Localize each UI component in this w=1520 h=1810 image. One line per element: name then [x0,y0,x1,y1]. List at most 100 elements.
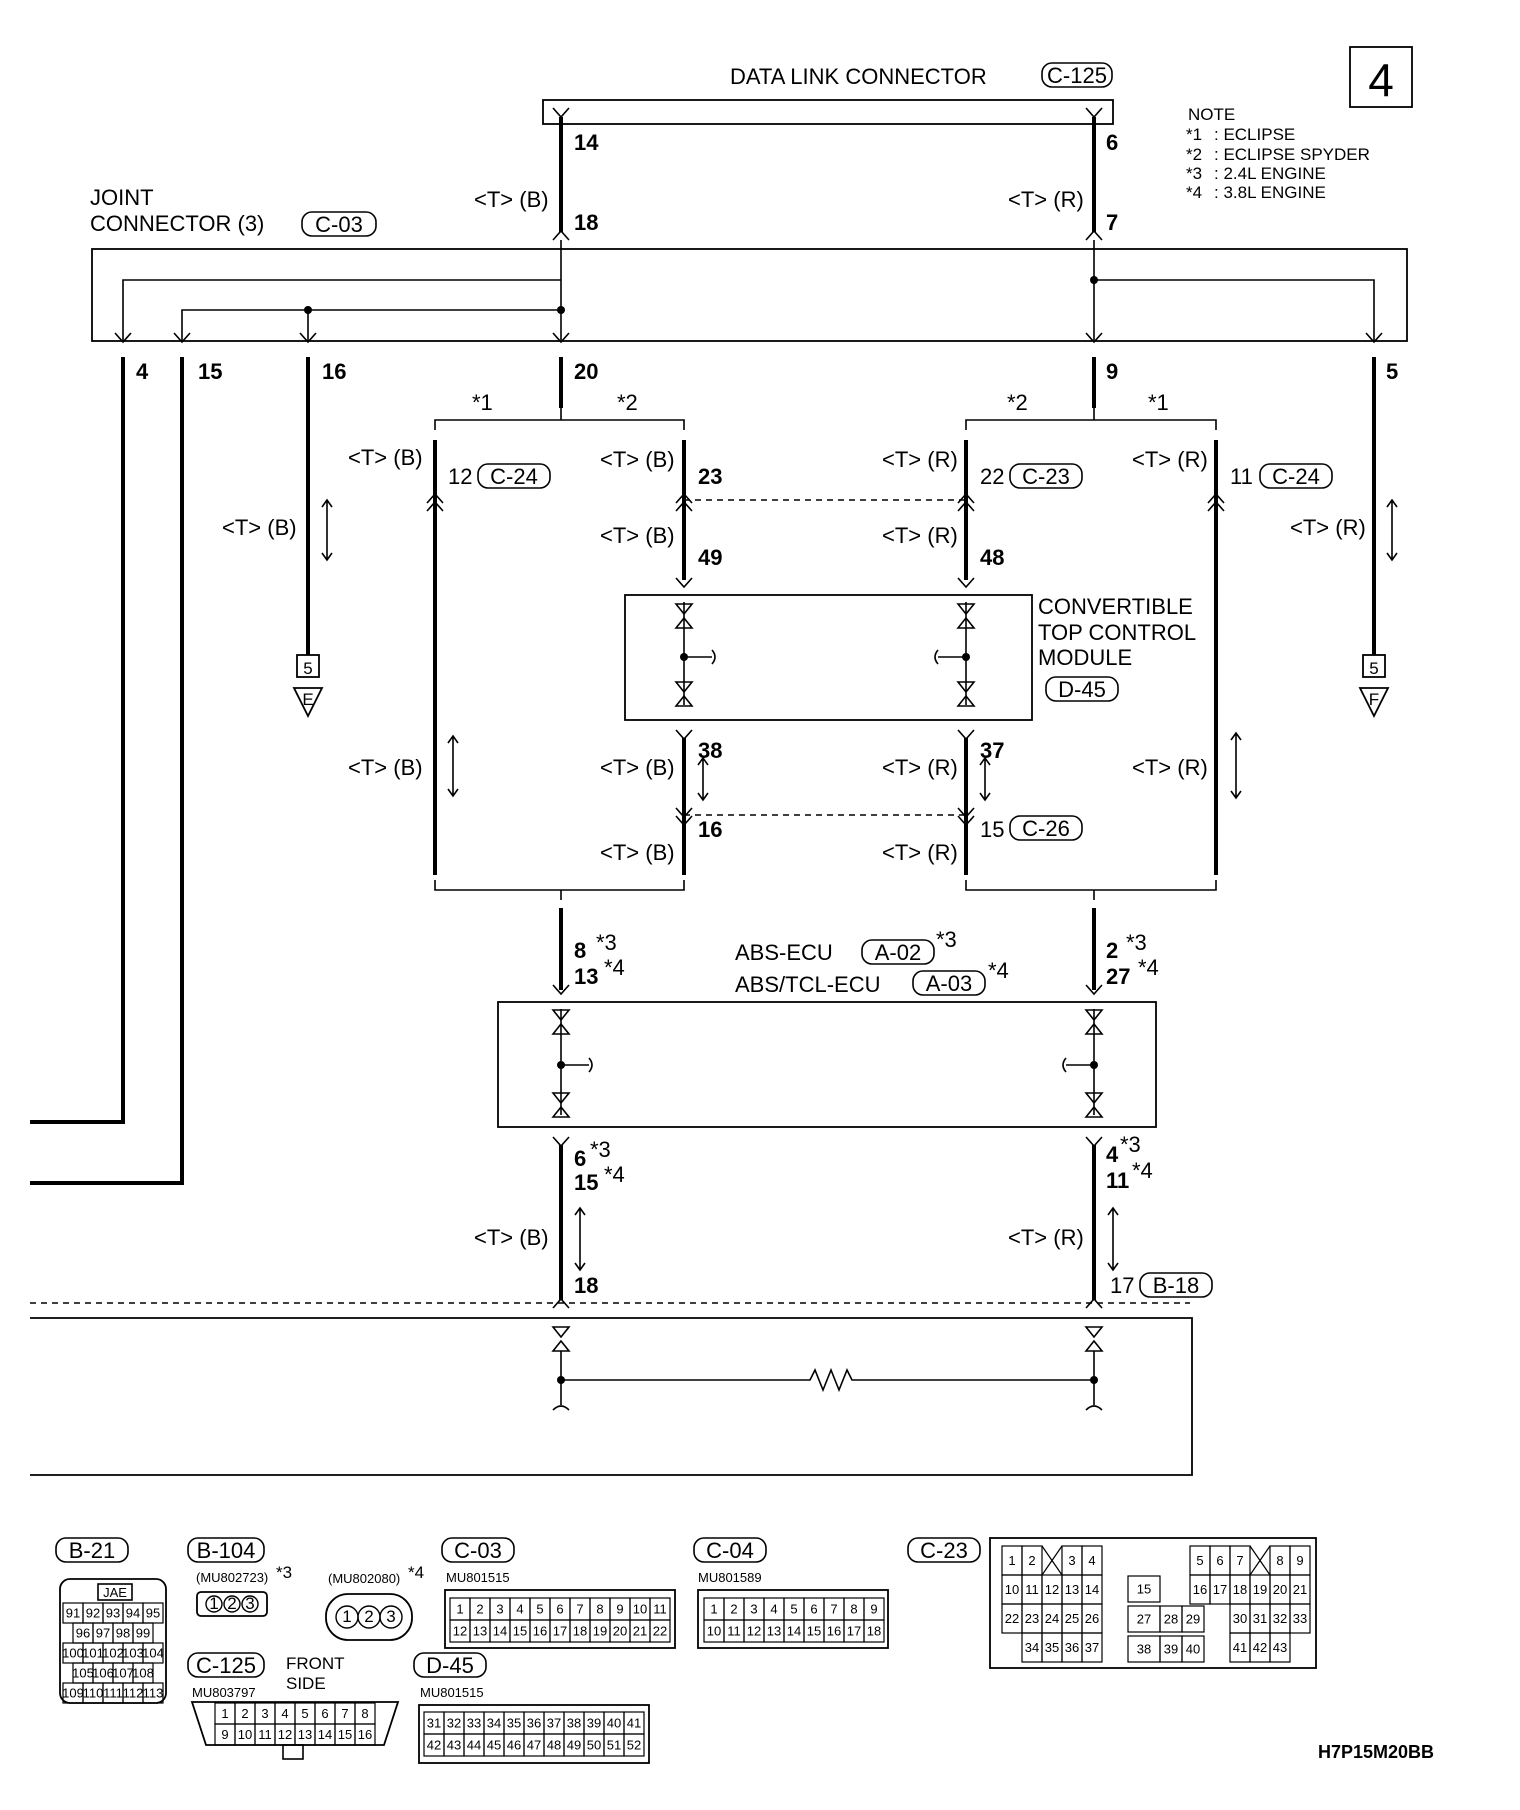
c125-pin: 15 [338,1727,352,1742]
abs-tcl-ecu-code: A-03 [926,971,972,996]
c23-pin: 33 [1293,1611,1307,1626]
c03-pin: 4 [516,1602,523,1617]
pin-9: 9 [1106,359,1118,384]
star-2-right: *2 [1007,390,1028,415]
c04-pin: 4 [770,1602,777,1617]
data-link-connector-code: C-125 [1047,63,1107,88]
note-text-4: : 3.8L ENGINE [1214,183,1326,202]
d45-pin: 45 [487,1738,501,1753]
c125-pin: 1 [221,1706,228,1721]
c23-cell [1127,1575,1161,1603]
b21-pin: 108 [132,1666,154,1681]
c04-pin: 16 [827,1624,841,1639]
c04-code: C-04 [706,1538,754,1563]
pin-14: 14 [574,130,599,155]
c23-pin: 26 [1085,1611,1099,1626]
data-link-connector-label: DATA LINK CONNECTOR [730,64,987,89]
wire-color-tb-7: <T> (B) [600,755,675,780]
c03-pin: 8 [596,1602,603,1617]
mu802080-cell [379,1605,403,1629]
data-link-connector: DATA LINK CONNECTOR C-125 [542,62,1114,125]
drawing-id: H7P15M20BB [1318,1742,1434,1762]
b21-pin: 94 [126,1606,140,1621]
c23-pin: 4 [1088,1553,1095,1568]
c23-pin: 34 [1025,1640,1039,1655]
wire-color-tr-2: <T> (R) [1290,515,1366,540]
c23-cell [1181,1605,1205,1633]
c23-code: C-23 [920,1538,968,1563]
d45-pin: 31 [427,1716,441,1731]
note-text-3: : 2.4L ENGINE [1214,164,1326,183]
c23-pin: 14 [1085,1582,1099,1597]
c23-pin: 29 [1186,1612,1200,1627]
c125-pin: 13 [298,1727,312,1742]
b21-pin: 98 [116,1626,130,1641]
b104-cell [241,1595,259,1613]
c03-pin: 10 [633,1602,647,1617]
c04-pin: 2 [730,1602,737,1617]
c23-pin: 35 [1045,1640,1059,1655]
wire-color-tb-8: <T> (B) [600,840,675,865]
star-4-b: *4 [1138,955,1159,980]
code-c26: C-26 [1022,816,1070,841]
pin-16: 16 [322,359,346,384]
pin-18b: 18 [574,1273,598,1298]
c23-pin: 19 [1253,1582,1267,1597]
b104-pin: 3 [245,1594,254,1613]
wire-color-tb-5: <T> (B) [600,447,675,472]
c23-pin: 38 [1137,1642,1151,1657]
c125-pin: 6 [321,1706,328,1721]
b104-cell [223,1595,241,1613]
c125-side-2: SIDE [286,1674,326,1693]
d45-code: D-45 [426,1653,474,1678]
mu802080-pin: 2 [364,1607,373,1626]
pin-17: 17 [1110,1273,1134,1298]
d45-pin: 32 [447,1716,461,1731]
star-2-left: *2 [617,390,638,415]
c04-pin: 11 [727,1624,741,1639]
b104-note: *3 [276,1563,292,1582]
c23-pin: 22 [1005,1611,1019,1626]
c23-pin: 27 [1137,1612,1151,1627]
c23-pin: 7 [1236,1553,1243,1568]
joint-connector-code: C-03 [315,212,363,237]
code-c23: C-23 [1022,464,1070,489]
d45-pin: 37 [547,1716,561,1731]
b21-pin: 97 [96,1626,110,1641]
d45-pin: 41 [627,1716,641,1731]
mu802080-note: *4 [408,1563,424,1582]
b21-pin: 104 [142,1646,164,1661]
c125-part: MU803797 [192,1685,256,1700]
b104-pin: 2 [227,1594,236,1613]
b21-pin: 113 [143,1686,164,1701]
c125-pin: 7 [341,1706,348,1721]
ground-ref-e-letter: E [302,690,313,709]
c03-pin: 12 [453,1624,467,1639]
c03-pin: 5 [536,1602,543,1617]
pin-7: 7 [1106,210,1118,235]
c23-pin: 43 [1273,1640,1287,1655]
c23-pin: 37 [1085,1640,1099,1655]
b21-cell [142,1682,164,1704]
d45-pin: 46 [507,1738,521,1753]
c125-pin: 14 [318,1727,332,1742]
c04-pin: 14 [787,1624,801,1639]
pin-20: 20 [574,359,598,384]
pin-16b: 16 [698,817,722,842]
c23-cell [1269,1632,1291,1663]
c125-pin: 9 [221,1727,228,1742]
b21-code: B-21 [69,1538,115,1563]
page-number-box: 4 [1349,46,1413,108]
ground-ref-f-letter: F [1369,690,1379,709]
pin-49: 49 [698,545,722,570]
c03-pin: 16 [533,1624,547,1639]
b21-brand: JAE [103,1585,127,1600]
mu802080-part: (MU802080) [328,1571,400,1586]
pin-11: 11 [1230,464,1253,489]
pin-4b: 4 [1106,1142,1119,1167]
wire-color-tr-8: <T> (R) [882,840,958,865]
